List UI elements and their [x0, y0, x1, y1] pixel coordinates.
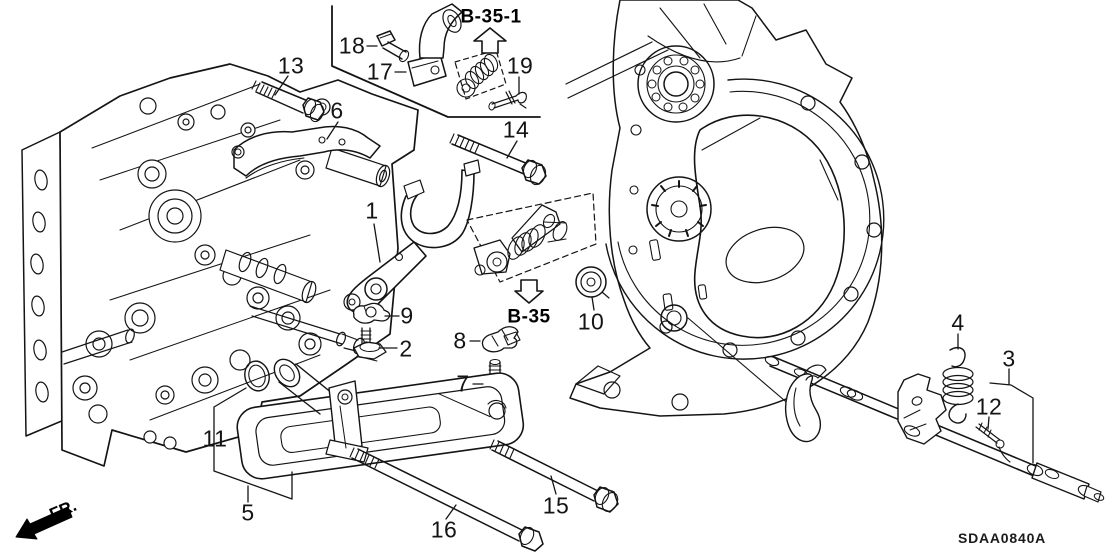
callout-6: 6	[330, 97, 344, 124]
bracket-17	[407, 3, 463, 87]
o-ring-11	[244, 360, 270, 392]
ref-b35[interactable]: B-35	[507, 306, 551, 328]
callout-5: 5	[241, 499, 255, 526]
callout-17: 17	[366, 58, 394, 85]
callout-19: 19	[506, 52, 534, 79]
fr-direction-arrow-icon	[15, 506, 73, 540]
leader-lines	[213, 45, 1034, 520]
valve-body	[21, 63, 419, 467]
callout-7: 7	[456, 370, 470, 397]
shift-shaft-assembly	[687, 317, 1105, 503]
callout-13: 13	[277, 52, 305, 79]
b35-down-arrow-icon	[514, 279, 544, 304]
bolt-2	[353, 327, 387, 362]
roller-10	[575, 266, 610, 299]
callout-3: 3	[1002, 345, 1016, 372]
b35-dashed-box-assembly	[466, 192, 597, 283]
callout-1: 1	[365, 197, 379, 224]
bolt-13	[251, 80, 325, 123]
callout-18: 18	[338, 32, 366, 59]
pin-18	[376, 30, 410, 63]
callout-4: 4	[951, 309, 965, 336]
bolt-16	[349, 447, 544, 552]
bolt-15	[489, 439, 619, 513]
callout-14: 14	[502, 116, 530, 143]
washer-9	[352, 302, 391, 324]
callout-12: 12	[975, 393, 1003, 420]
transmission-case	[565, 0, 885, 417]
bolt-14	[449, 133, 547, 186]
diagram-code: SDAA0840A	[957, 530, 1047, 546]
oil-strainer	[236, 358, 525, 480]
shift-fork	[343, 159, 481, 314]
callout-9: 9	[400, 302, 414, 329]
b35-1-up-arrow-icon	[473, 27, 507, 54]
ref-b35-1[interactable]: B-35-1	[460, 6, 522, 28]
callout-15: 15	[542, 492, 570, 519]
group-boundary-top	[331, 5, 541, 118]
clip-8	[481, 326, 521, 353]
spring-pin-19	[488, 90, 527, 111]
spring-kit-dashed-box	[454, 49, 507, 100]
callout-8: 8	[453, 327, 467, 354]
pin-12	[975, 422, 1011, 463]
callout-16: 16	[430, 516, 458, 543]
callout-2: 2	[399, 335, 413, 362]
callout-10: 10	[577, 308, 605, 335]
spring-4	[942, 346, 974, 424]
callout-11: 11	[202, 425, 228, 452]
